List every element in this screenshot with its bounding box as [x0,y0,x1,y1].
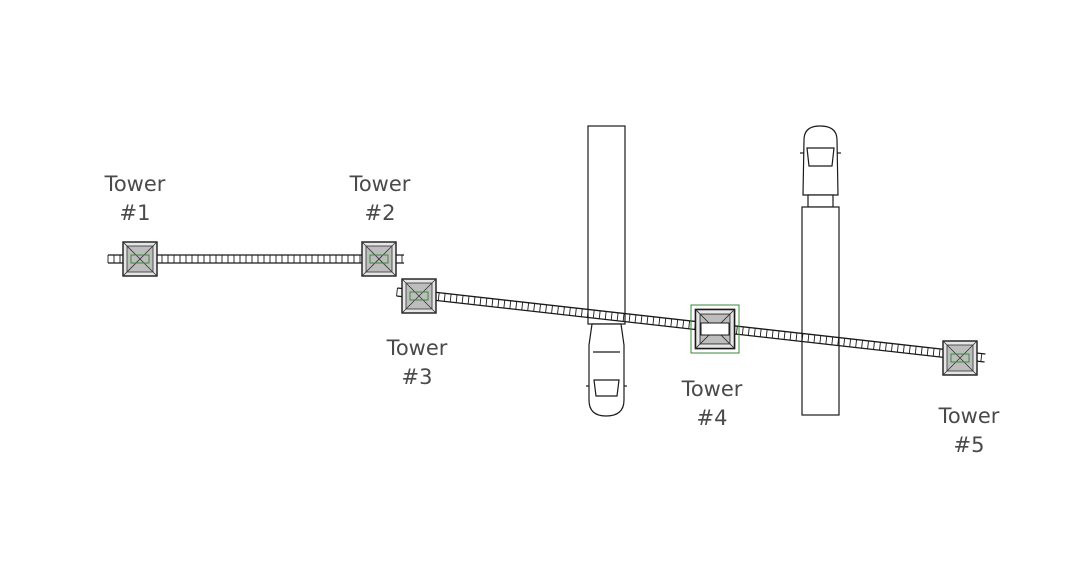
tower-5-symbol [942,340,978,376]
tower-1-symbol [122,241,158,277]
tower-1-label-word: Tower [104,172,166,196]
tower-5-label-word: Tower [938,404,1000,428]
tower-4-label-word: Tower [681,377,743,401]
tower-2-label-number: #2 [365,201,396,225]
tower-3-label-number: #3 [402,365,433,389]
tower-2-label-word: Tower [349,172,411,196]
tower-1-label: Tower #1 [104,172,166,225]
tower-2-label: Tower #2 [349,172,411,225]
tower-3-label: Tower #3 [386,336,448,389]
tower-5-label: Tower #5 [938,404,1000,457]
tower-1-label-number: #1 [120,201,151,225]
tower-3-symbol [401,278,437,314]
tower-4-symbol [690,304,740,354]
vehicle-right [800,125,841,416]
tower-3-label-word: Tower [386,336,448,360]
tower-4-label-number: #4 [697,406,728,430]
tower-2-symbol [361,241,397,277]
tower-4-label: Tower #4 [681,377,743,430]
tower-5-label-number: #5 [954,433,985,457]
vehicle-left [586,125,627,417]
